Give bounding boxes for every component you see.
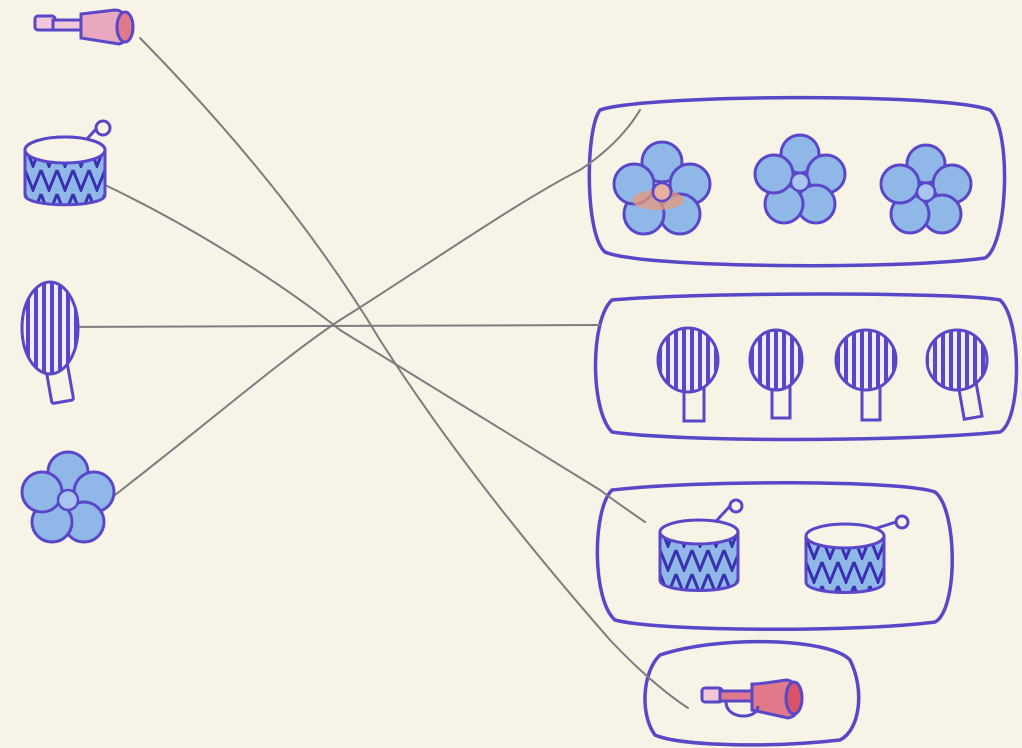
worksheet [0,0,1022,748]
worksheet-canvas [0,0,1022,748]
